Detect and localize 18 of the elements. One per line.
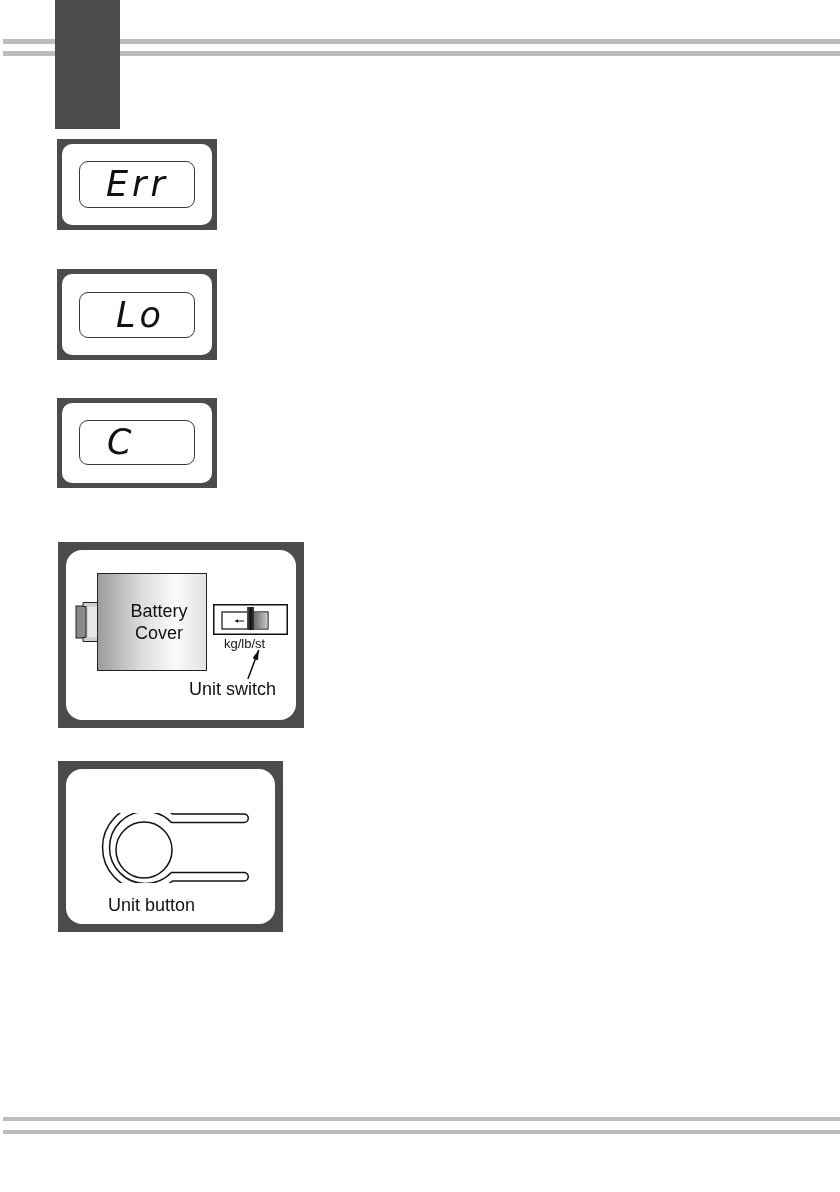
battery-cover-label: Battery Cover [129,600,189,644]
lcd-readout: Lo [116,297,165,333]
lcd-screen [79,292,195,338]
battery-panel [58,542,304,728]
lcd-readout: C [107,425,136,460]
lcd-screen [79,420,195,465]
button-panel [58,761,283,932]
display-panel [57,269,217,360]
button-label: Unit button [108,895,196,916]
display-panel [57,139,217,230]
chapter-tab [55,0,120,129]
battery-cover [97,573,207,671]
lcd-readout: Err [106,167,169,202]
display-panel [57,398,217,488]
unit-options-label: kg/lb/st [224,637,266,650]
lcd-screen [79,161,195,208]
callout-label: Unit switch [189,679,281,700]
leader-arrow [247,649,260,680]
